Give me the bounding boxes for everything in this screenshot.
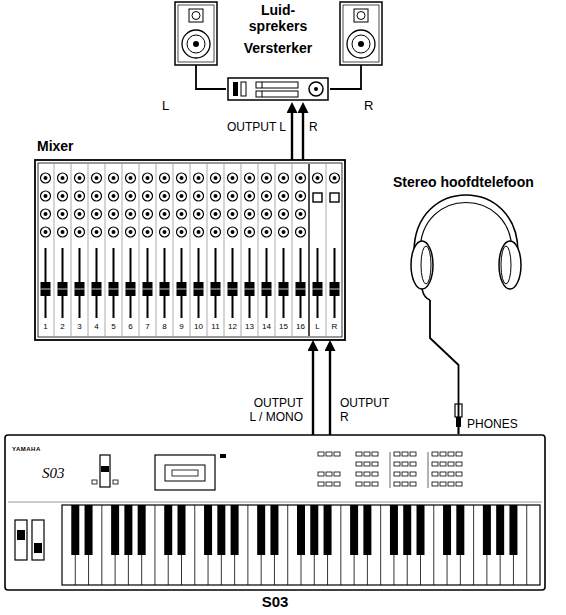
speaker: R [340,2,382,65]
keyboard-drawing [5,435,545,590]
channel-label: L [162,99,169,114]
channel-number: 5 [111,322,115,331]
channel-number: 1 [43,322,47,331]
device-name: Mixer [37,138,74,154]
signal-arrow [291,106,293,160]
channel-number: 4 [94,322,98,331]
device-name: Luid- sprekers [242,2,314,34]
channel-number: 10 [194,322,203,331]
channel-label: R [364,99,373,114]
channel-number: 11 [211,322,219,331]
channel-number: 7 [145,322,149,331]
channel-number: 2 [60,322,64,331]
speaker: L [175,2,217,65]
signal-arrow [329,344,331,435]
cable [330,65,361,89]
cable [196,65,226,89]
signal-label: OUTPUT L [227,121,286,135]
device-name: Versterker [244,40,313,56]
device-name: Stereo hoofdtelefoon [393,174,534,190]
channel-number: R [332,322,338,331]
channel-number: 6 [128,322,132,331]
channel-number: 3 [77,322,81,331]
signal-arrow [312,344,314,435]
jack-label: PHONES [467,418,518,432]
channel-number: 13 [245,322,254,331]
mixer: Mixer [35,160,345,340]
signal-label: OUTPUT L / MONO [245,397,303,425]
cable [430,300,459,434]
speaker-drawing [340,2,382,65]
speaker-drawing [175,2,217,65]
channel-number: L [315,322,319,331]
device-name: S03 [262,593,289,610]
signal-arrow [302,106,304,160]
headphones-drawing [411,195,521,434]
keyboard: S03 [5,435,545,590]
channel-number: 16 [296,322,305,331]
channel-number: 8 [162,322,166,331]
signal-label: R [309,121,318,135]
amplifier-drawing [228,78,328,100]
brand-logo: YAMAHA [12,446,41,453]
mixer-drawing [35,160,345,340]
channel-number: 12 [228,322,237,331]
channel-number: 15 [279,322,288,331]
channel-number: 9 [179,322,183,331]
amplifier: Versterker [226,76,330,102]
signal-label: OUTPUT R [340,397,392,425]
headphones: Stereo hoofdtelefoon [400,200,530,300]
channel-number: 14 [262,322,271,331]
model-logo: S03 [42,465,65,482]
